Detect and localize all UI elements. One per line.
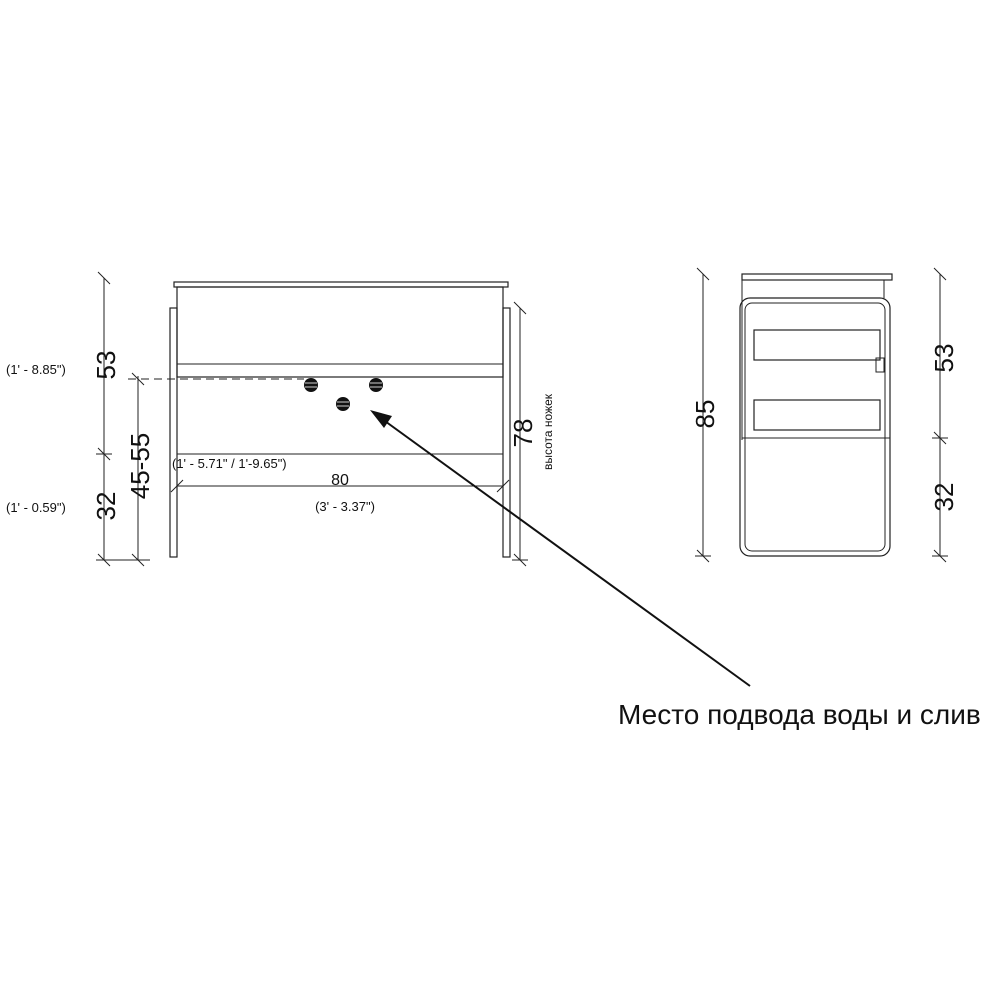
front-leg-right — [502, 307, 511, 558]
front-dim-upper-imperial: (1' - 8.85") — [6, 362, 66, 377]
front-dim-range-imperial: (1' - 5.71" / 1'-9.65") — [172, 456, 287, 471]
side-view: 85 53 32 — [690, 267, 959, 563]
front-leg-left — [169, 307, 178, 558]
side-countertop — [741, 273, 893, 281]
side-drawer-lower — [753, 399, 881, 431]
front-dim-range-label: 45-55 — [125, 433, 155, 500]
front-dim-width — [170, 479, 510, 493]
front-dim-lower-label: 32 — [91, 492, 121, 521]
callout-leader-line — [377, 415, 751, 687]
side-dim-chain-right — [932, 267, 948, 563]
side-dim-lower-label: 32 — [929, 483, 959, 512]
front-view: 53 (1' - 8.85") 32 (1' - 0.59") 45-55 (1… — [6, 271, 555, 567]
side-dim-total — [695, 267, 711, 563]
side-frame-inner — [744, 302, 886, 552]
front-dim-leg-height-label: 78 — [508, 419, 538, 448]
callout: Место подвода воды и слив — [370, 410, 981, 730]
leg-height-caption: высота ножек — [541, 393, 555, 470]
front-dim-width-label: 80 — [331, 472, 349, 489]
front-dim-pipe-height — [131, 372, 145, 567]
side-dim-total-label: 85 — [690, 400, 720, 429]
front-countertop — [173, 281, 509, 288]
callout-arrowhead-icon — [370, 410, 392, 428]
front-dim-upper-label: 53 — [91, 351, 121, 380]
side-handle — [875, 357, 885, 373]
drain-icon — [336, 397, 350, 411]
callout-text: Место подвода воды и слив — [618, 699, 981, 730]
side-dim-upper-label: 53 — [929, 344, 959, 373]
front-dim-chain-left — [96, 271, 150, 567]
side-drawer-upper — [753, 329, 881, 361]
front-dim-width-imperial: (3' - 3.37") — [315, 499, 375, 514]
side-frame-outer — [739, 297, 891, 557]
water-supply-cold-icon — [369, 378, 383, 392]
front-dim-lower-imperial: (1' - 0.59") — [6, 500, 66, 515]
water-supply-hot-icon — [304, 378, 318, 392]
